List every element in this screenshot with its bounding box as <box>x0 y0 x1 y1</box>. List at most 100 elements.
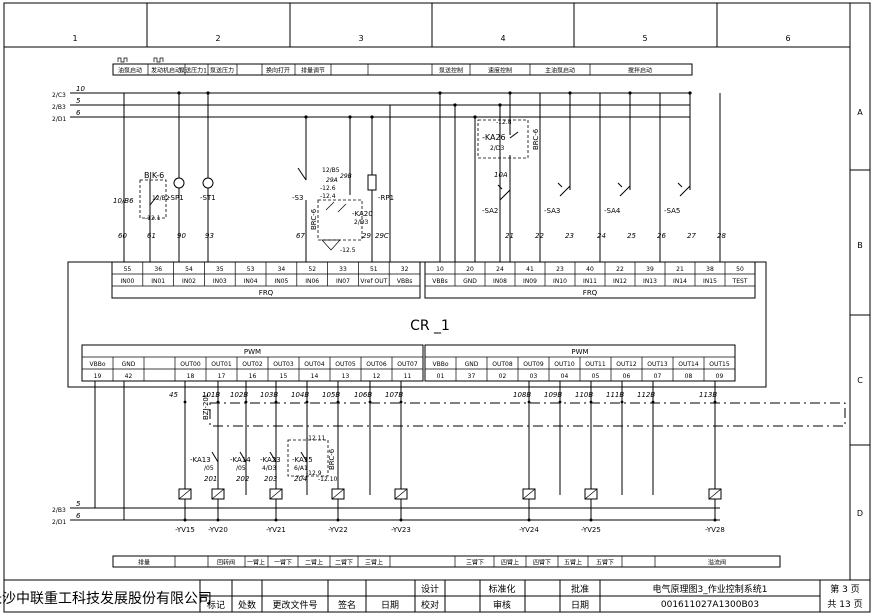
pin-name: IN04 <box>244 278 258 285</box>
review-label: 审核 <box>493 599 511 611</box>
function-label: 搅拌启动 <box>628 67 652 75</box>
drawing-title: 电气原理图3_作业控制系统1 <box>653 583 768 595</box>
terminal-number: 11 <box>404 373 412 380</box>
approve-label: 批准 <box>571 583 589 595</box>
wire-number: 104B <box>291 391 309 399</box>
brc-left-ref: 12/B5 <box>322 167 340 174</box>
block-group-label: FRQ <box>259 289 274 297</box>
junction-dot <box>713 518 717 522</box>
pin-name: IN07 <box>336 278 350 285</box>
coil-diagonal <box>522 488 536 500</box>
function-label: 排量调节 <box>301 67 325 75</box>
switch-sa4: -SA4 <box>604 207 621 215</box>
wire-number: 90 <box>177 232 186 240</box>
block-group-label: PWM <box>244 348 261 356</box>
terminal-number: 05 <box>592 373 600 380</box>
junction-dot <box>620 400 624 404</box>
ka26-wire: 10A <box>494 171 508 179</box>
output-label-cells: 排量回转阀一臂上一臂下二臂上二臂下三臂上三臂下四臂上四臂下五臂上五臂下溢流阀 <box>138 556 726 567</box>
wire-number: 101B <box>202 391 220 399</box>
terminal-number: 15 <box>280 373 288 380</box>
company-name: 长沙中联重工科技发展股份有限公司 <box>0 591 212 607</box>
st1-label: -ST1 <box>200 194 216 202</box>
switch-sa3: -SA3 <box>544 207 560 215</box>
block-group-label: FRQ <box>583 289 598 297</box>
ka26-box <box>477 119 529 159</box>
controller-name: CR _1 <box>410 318 450 334</box>
bzj-label: BZJ-20L <box>202 393 210 420</box>
terminal-number: 02 <box>499 373 507 380</box>
relay-contact: -KA23 <box>260 456 281 464</box>
relay-contact: -KA13 <box>190 456 211 464</box>
brc-left-n3: -12.5 <box>340 247 356 254</box>
outer-frame <box>3 2 871 613</box>
valve-label: -YV25 <box>581 526 601 534</box>
block-group-label: PWM <box>571 348 588 356</box>
temperature-sensor-icon <box>202 177 214 189</box>
pin-name: IN08 <box>493 278 507 285</box>
relay-contact-ref: 6/A1 <box>294 465 308 472</box>
pin-name: IN10 <box>553 278 567 285</box>
pin-name: VBBs <box>432 278 447 285</box>
output-function-label: 三臂下 <box>466 559 484 567</box>
row-letter-a: A <box>857 108 863 117</box>
pin-name: OUT05 <box>335 361 356 368</box>
wire-number: 107B <box>385 391 403 399</box>
column-number-3: 3 <box>358 34 363 43</box>
rp1-potentiometer-icon <box>367 174 377 191</box>
pin-name: OUT10 <box>554 361 575 368</box>
output-function-label: 回转阀 <box>217 559 235 567</box>
relay-contact: -KA14 <box>230 456 251 464</box>
bus-ref-b3: 2/B3 <box>52 104 66 111</box>
terminal-number: 24 <box>496 266 504 273</box>
terminal-number: 10 <box>436 266 444 273</box>
terminal-number: 32 <box>401 266 409 273</box>
bus-ref-b3-bottom: 2/B3 <box>52 507 66 514</box>
terminal-number: 52 <box>308 266 316 273</box>
terminal-number: 18 <box>187 373 195 380</box>
pressure-sensor-icon <box>173 177 185 189</box>
pin-name: IN01 <box>151 278 165 285</box>
brc-left-n2: -12.4 <box>320 193 336 200</box>
pin-name: OUT01 <box>211 361 232 368</box>
pulse-icon <box>117 57 128 63</box>
wire-number: 29C <box>375 232 389 240</box>
wire-number: 61 <box>147 232 156 240</box>
function-label: 主油泵启动 <box>545 67 575 75</box>
input-device-wiring-left <box>123 93 391 262</box>
relay-contact-ref: 4/D3 <box>262 465 276 472</box>
wire-number: 45 <box>169 391 178 399</box>
pin-name: VBBo <box>432 361 448 368</box>
bottom-bus-lines <box>70 507 720 521</box>
brc-left-c1: 29A <box>326 177 338 184</box>
terminal-number: 34 <box>278 266 286 273</box>
ka20-label: -KA20 <box>352 210 373 218</box>
coil-diagonal <box>584 488 598 500</box>
terminal-number: 08 <box>685 373 693 380</box>
terminal-number: 21 <box>676 266 684 273</box>
page-number: 第 3 页 <box>830 583 859 595</box>
coil-diagonal <box>178 488 192 500</box>
brc-output-n1: -12.11 <box>306 435 326 442</box>
pin-name: OUT06 <box>366 361 387 368</box>
bjk-ref: 12/B2 <box>152 195 170 202</box>
junction-dot <box>274 518 278 522</box>
pin-name: OUT13 <box>647 361 668 368</box>
relay-wire: 204 <box>294 475 307 483</box>
pulse-icon <box>153 57 164 63</box>
output-function-label: 一臂下 <box>274 559 292 567</box>
wire-number: 27 <box>687 232 696 240</box>
wire-number: 109B <box>544 391 562 399</box>
junction-dot <box>183 400 187 404</box>
relay-contact-ref: /05 <box>204 465 214 472</box>
pin-name: IN00 <box>120 278 134 285</box>
controller-left-output-block: 19VBBo42GND18OUT0017OUT0116OUT0215OUT031… <box>81 344 424 382</box>
sp1-label: -SP1 <box>168 194 184 202</box>
pin-name: OUT02 <box>242 361 263 368</box>
terminal-number: 51 <box>370 266 378 273</box>
check-label: 校对 <box>421 599 439 611</box>
terminal-number: 40 <box>586 266 594 273</box>
controller-right-input-block: 10VBBs20GND24IN0841IN0923IN1040IN1122IN1… <box>424 261 756 299</box>
